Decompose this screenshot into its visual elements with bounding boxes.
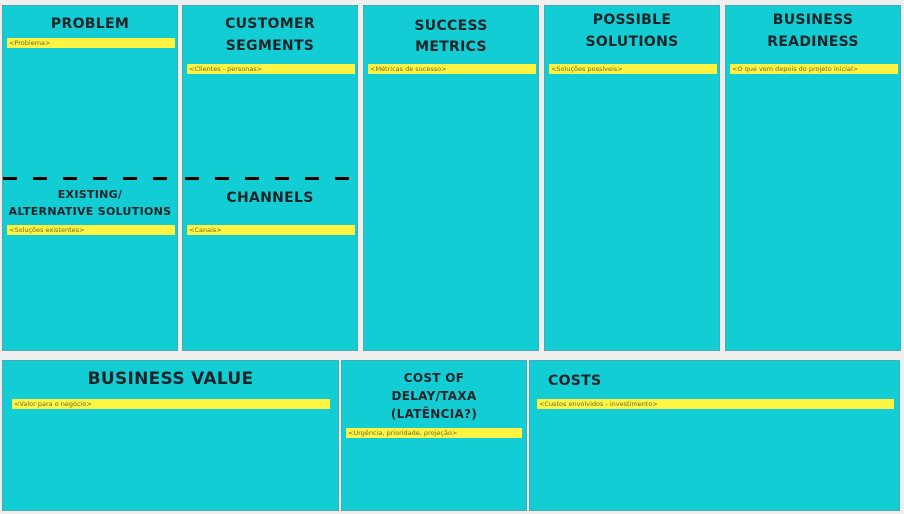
success-metrics-title-line1: SUCCESS (414, 18, 488, 34)
existing-solutions-sticky-note[interactable]: <Soluções existentes> (7, 225, 175, 235)
business-value-sticky-note[interactable]: <Valor para o negócio> (12, 399, 330, 409)
cost-of-delay-title-line3: (LATÊNCIA?) (390, 407, 478, 421)
business-readiness-sticky-note[interactable]: <O que vem depois do projeto inicial> (730, 64, 898, 74)
existing-solutions-title-line1: EXISTING/ (57, 188, 123, 201)
section-divider (185, 177, 355, 180)
panel-problem: PROBLEM <Problema> EXISTING/ ALTERNATIVE… (2, 5, 179, 351)
business-value-title: BUSINESS VALUE (87, 369, 254, 389)
panel-customer-segments: CUSTOMER SEGMENTS <Clientes - personas> … (182, 5, 358, 351)
customer-segments-title-line1: CUSTOMER (225, 16, 315, 32)
customer-segments-title-line2: SEGMENTS (225, 38, 315, 54)
panel-possible-solutions: POSSIBLE SOLUTIONS <Soluções possíveis> (544, 5, 720, 351)
success-metrics-title-line2: METRICS (415, 39, 487, 55)
possible-solutions-sticky-note[interactable]: <Soluções possíveis> (549, 64, 717, 74)
panel-business-value: BUSINESS VALUE <Valor para o negócio> (2, 360, 339, 511)
business-readiness-title-line2: READINESS (767, 34, 859, 50)
panel-success-metrics: SUCCESS METRICS <Métricas de sucesso> (363, 5, 539, 351)
success-metrics-sticky-note[interactable]: <Métricas de sucesso> (368, 64, 536, 74)
channels-sticky-note[interactable]: <Canais> (187, 225, 355, 235)
panel-business-readiness: BUSINESS READINESS <O que vem depois do … (725, 5, 901, 351)
problem-sticky-note[interactable]: <Problema> (7, 38, 175, 48)
channels-title: CHANNELS (226, 190, 314, 206)
cost-of-delay-title-line2: DELAY/TAXA (391, 389, 477, 403)
possible-solutions-title-line2: SOLUTIONS (585, 34, 679, 50)
costs-title: COSTS (548, 373, 602, 389)
panel-cost-of-delay: COST OF DELAY/TAXA (LATÊNCIA?) <Urgência… (341, 360, 527, 511)
cost-of-delay-title-line1: COST OF (403, 371, 465, 385)
costs-sticky-note[interactable]: <Custos envolvidos - investimento> (537, 399, 894, 409)
possible-solutions-title-line1: POSSIBLE (592, 12, 672, 28)
problem-title: PROBLEM (50, 16, 130, 32)
panel-costs: COSTS <Custos envolvidos - investimento> (529, 360, 900, 511)
business-readiness-title-line1: BUSINESS (772, 12, 854, 28)
section-divider (3, 177, 179, 180)
customer-segments-sticky-note[interactable]: <Clientes - personas> (187, 64, 355, 74)
existing-solutions-title-line2: ALTERNATIVE SOLUTIONS (8, 205, 172, 218)
cost-of-delay-sticky-note[interactable]: <Urgência, prioridade, projeção> (346, 428, 522, 438)
